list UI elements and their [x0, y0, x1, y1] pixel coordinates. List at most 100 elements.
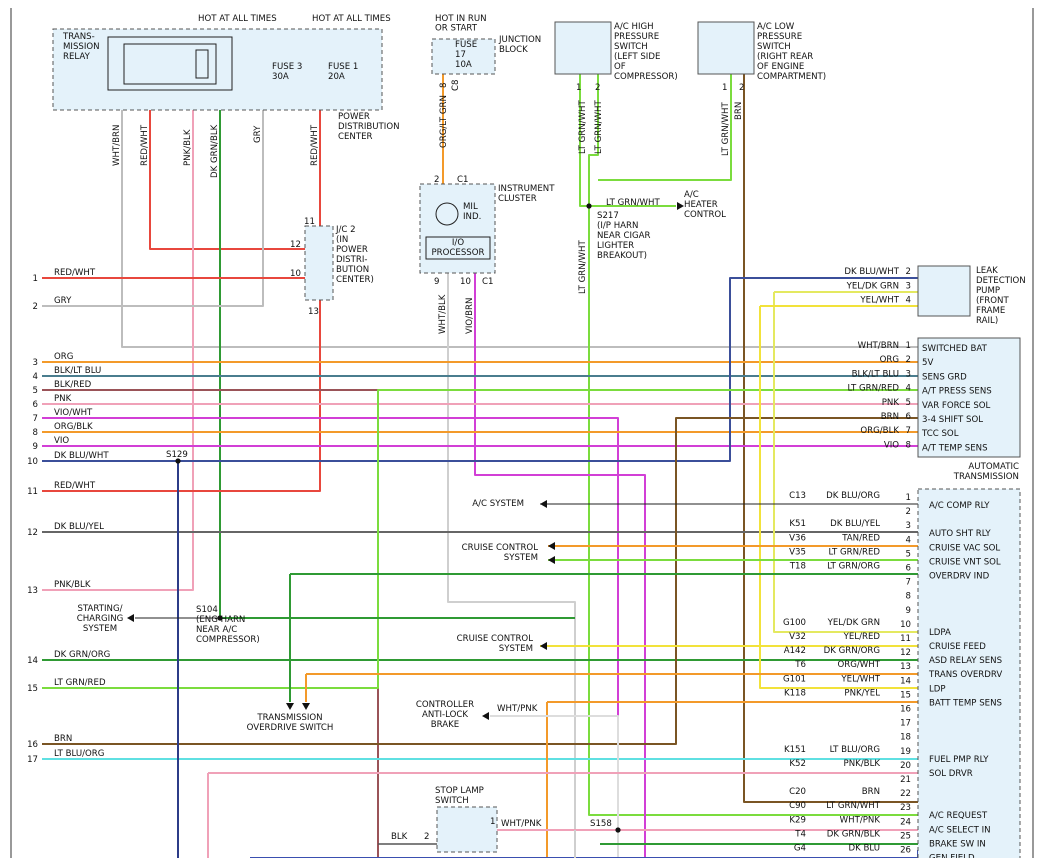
pdc-label: CENTER — [338, 132, 373, 142]
pin-label: 1 — [490, 817, 495, 827]
row-number: 13 — [27, 586, 38, 596]
pin-label: 4 — [906, 384, 911, 394]
wire-label: YEL/DK GRN — [846, 281, 899, 291]
s217-label: BREAKOUT) — [597, 251, 647, 261]
function-label: VAR FORCE SOL — [922, 401, 991, 411]
circuit-label: G101 — [783, 674, 806, 684]
function-label: TCC SOL — [921, 429, 959, 439]
pin-label: 10 — [460, 277, 471, 287]
leak-pump-label: LEAK — [976, 266, 998, 276]
trans-relay-label: RELAY — [63, 52, 91, 62]
pin-label: 15 — [900, 690, 911, 700]
pin-label: 4 — [906, 296, 911, 306]
cruise-ref: SYSTEM — [504, 553, 538, 563]
function-label: CRUISE VNT SOL — [929, 557, 1001, 567]
function-label: SENS GRD — [922, 372, 967, 382]
wire-label: YEL/WHT — [859, 296, 899, 306]
wire-label: WHT/BLK — [438, 294, 448, 334]
wire-label: RED/WHT — [310, 124, 320, 166]
jc2-label: (IN — [336, 235, 348, 245]
wire-label: BRN — [734, 102, 744, 120]
stop-lamp-switch-box — [436, 806, 498, 853]
wire-label: YEL/WHT — [840, 674, 880, 684]
jc2-box — [304, 225, 334, 301]
leak-pump-label: DETECTION — [976, 276, 1026, 286]
wire-label: LT GRN/WHT — [578, 240, 588, 294]
circuit-label: T6 — [794, 660, 806, 670]
wire-label: RED/WHT — [54, 481, 96, 491]
pin-label: 2 — [906, 267, 911, 277]
wire-label: BRN — [881, 412, 899, 422]
function-label: LDP — [929, 684, 946, 694]
arrow-overdrive-2 — [302, 703, 310, 710]
junction-block-label: JUNCTION — [498, 35, 541, 45]
ac-low-label: OF ENGINE — [757, 62, 804, 72]
ac-low-label: (RIGHT REAR — [757, 52, 813, 62]
row-number: 16 — [27, 740, 38, 750]
pin-label: 1 — [576, 83, 581, 93]
function-label: SOL DRVR — [929, 769, 973, 779]
wire-label: DK BLU/WHT — [54, 451, 109, 461]
auto-trans-label: TRANSMISSION — [953, 472, 1019, 482]
wire-label: VIO/BRN — [465, 298, 475, 334]
heater-ref: A/C — [684, 190, 699, 200]
circuit-label: T18 — [789, 562, 806, 572]
wire-label: RED/WHT — [140, 124, 150, 166]
starting-ref: STARTING/ — [77, 604, 122, 614]
ac-high-label: COMPRESSOR) — [614, 72, 678, 82]
wire-label: LT GRN/RED — [54, 678, 106, 688]
row-number: 2 — [33, 302, 38, 312]
pin-label: 2 — [595, 83, 600, 93]
row-number: 14 — [27, 656, 38, 666]
pin-label: 8 — [906, 592, 911, 602]
row-number: 11 — [27, 487, 38, 497]
jc2-label: J/C 2 — [335, 225, 356, 235]
wire-label: BLK — [391, 832, 408, 842]
circuit-label: C13 — [789, 491, 806, 501]
wire-brn-low — [743, 74, 918, 803]
wire-label: TAN/RED — [841, 533, 880, 543]
ac-high-label: PRESSURE — [614, 32, 659, 42]
starting-ref: SYSTEM — [83, 624, 117, 634]
s129-dot — [175, 458, 181, 464]
arrow-overdrive-1 — [286, 703, 294, 710]
wire-label: WHT/PNK — [497, 704, 538, 714]
wire-vio-brn — [474, 273, 646, 858]
connector-label: C1 — [457, 175, 468, 185]
pin-label: 7 — [906, 578, 911, 588]
row-number: 8 — [33, 428, 38, 438]
pin-label: 9 — [906, 606, 911, 616]
pdc-label: POWER — [338, 112, 370, 122]
stop-lamp-label: STOP LAMP — [435, 786, 484, 796]
transmission-relay-box — [107, 36, 233, 91]
relay-coil-icon — [195, 49, 209, 79]
row-number: 10 — [27, 457, 38, 467]
wire-label: RED/WHT — [54, 268, 96, 278]
pin-label: 3 — [906, 281, 911, 291]
heater-ref: HEATER — [684, 200, 718, 210]
arrow-heater — [677, 202, 684, 210]
wire-label: LT GRN/WHT — [826, 801, 880, 811]
wire-label: ORG/WHT — [838, 660, 881, 670]
jc2-label: DISTRI- — [336, 255, 367, 265]
wire-label: DK GRN/ORG — [54, 650, 110, 660]
wire-label: PNK — [54, 394, 72, 404]
row-7 — [42, 417, 619, 858]
function-label: TRANS OVERDRV — [928, 670, 1002, 680]
wire-red-wht-11 — [42, 300, 321, 492]
circuit-label: K52 — [789, 759, 806, 769]
pin-label: 21 — [900, 775, 911, 785]
wire-label: LT BLU/ORG — [830, 745, 880, 755]
wire-pnk-blk — [42, 92, 194, 591]
wire-label: ORG — [54, 352, 73, 362]
hot-label: HOT AT ALL TIMES — [198, 14, 277, 24]
wire-yel-dk-grn-pcm — [773, 292, 918, 633]
row-number: 12 — [27, 528, 38, 538]
s129-label: S129 — [166, 450, 188, 460]
wire-label: DK BLU/WHT — [844, 267, 899, 277]
wire-label: DK BLU/YEL — [54, 522, 104, 532]
cluster-label: INSTRUMENT — [498, 184, 555, 194]
leak-pump-label: FRAME — [976, 306, 1005, 316]
pin-label: 22 — [900, 789, 911, 799]
wire-label: ORG/BLK — [860, 426, 899, 436]
